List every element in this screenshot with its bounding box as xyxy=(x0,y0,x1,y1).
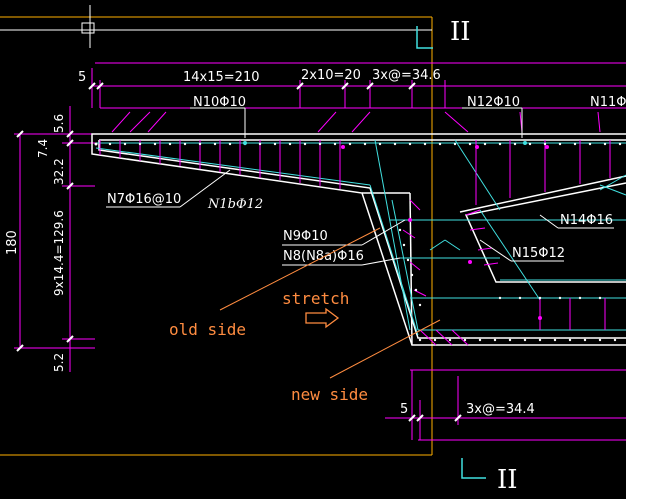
left-dimension-ticks xyxy=(16,130,74,352)
annotation-stretch: stretch xyxy=(282,289,349,308)
new-side-leader xyxy=(329,319,441,379)
section-mark-bottom xyxy=(461,458,486,479)
rebar-label-n15: N15Φ12 xyxy=(512,246,565,261)
rebar-label-n10: N10Φ10 xyxy=(193,95,246,110)
section-mark-top xyxy=(416,26,433,49)
rebar-marker-dots xyxy=(243,141,549,320)
concrete-outline xyxy=(91,133,627,346)
stretch-arrow-icon xyxy=(305,307,340,329)
bottom-dimension-lines xyxy=(385,369,626,441)
dim-left-180: 180 xyxy=(5,230,20,255)
dim-left-5-6: 5.6 xyxy=(52,114,66,133)
dim-top-2x10: 2x10=20 xyxy=(301,68,361,83)
left-dimension-lines xyxy=(14,106,95,372)
rebar-label-n11: N11Φ xyxy=(590,95,627,110)
viewport-edge xyxy=(626,0,664,499)
old-side-leader xyxy=(219,227,381,311)
dim-top-14x15: 14x15=210 xyxy=(183,70,259,85)
rebar-dots xyxy=(94,142,622,342)
dim-top-5: 5 xyxy=(78,70,86,85)
top-dimension-ticks xyxy=(88,82,416,90)
stirrup-lines xyxy=(99,111,611,346)
rebar-leader-lines xyxy=(106,107,614,266)
section-label-bottom: II xyxy=(497,465,518,495)
dim-top-3x: 3x@=34.6 xyxy=(372,68,441,83)
annotation-old-side: old side xyxy=(169,320,246,339)
dim-left-9x14: 9x14.4=129.6 xyxy=(52,210,66,296)
rebar-label-n16: N1bΦ12 xyxy=(207,197,263,212)
dim-bottom-3x: 3x@=34.4 xyxy=(466,402,535,417)
dim-left-7-4: 7.4 xyxy=(36,139,50,158)
rebar-label-n14: N14Φ16 xyxy=(560,213,613,228)
cursor-pickbox[interactable] xyxy=(81,22,95,34)
rebar-label-n12: N12Φ10 xyxy=(467,95,520,110)
section-label-top: II xyxy=(450,17,471,47)
annotation-new-side: new side xyxy=(291,385,368,404)
dim-left-5-2: 5.2 xyxy=(52,353,66,372)
rebar-lines xyxy=(95,139,627,336)
dim-left-32-2: 32.2 xyxy=(52,158,66,185)
viewport-frame xyxy=(0,16,433,456)
dim-bottom-5: 5 xyxy=(400,402,408,417)
rebar-label-n9: N9Φ10 xyxy=(283,229,328,244)
rebar-label-n7: N7Φ16@10 xyxy=(107,192,181,207)
bottom-dimension-ticks xyxy=(408,414,462,422)
